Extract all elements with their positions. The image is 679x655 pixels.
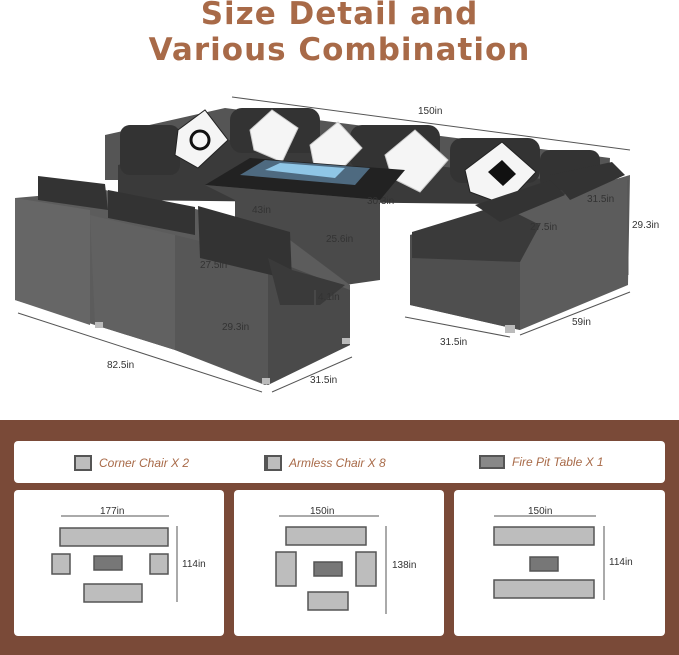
dim-length-left: 82.5in <box>107 360 134 371</box>
combo-1-width: 177in <box>100 506 124 517</box>
title-line-1: Size Detail and <box>200 0 479 32</box>
dim-depth-right: 31.5in <box>587 194 614 205</box>
combo-3-width: 150in <box>528 506 552 517</box>
dim-table-width: 43in <box>252 205 271 216</box>
dim-depth-left: 31.5in <box>310 375 337 386</box>
combo-card-3: 150in 114in <box>454 490 665 636</box>
combo-3-depth: 114in <box>609 557 633 568</box>
title-line-2: Various Combination <box>148 32 531 68</box>
combo-2-width: 150in <box>310 506 334 517</box>
dim-seat-depth-right: 27.5in <box>530 222 557 233</box>
legend-corner: Corner Chair X 2 <box>74 455 189 471</box>
legend-armless-label: Armless Chair X 8 <box>289 456 386 470</box>
combo-2-depth: 138in <box>392 560 416 571</box>
fire-pit-table-icon <box>479 455 505 469</box>
dim-depth-mid-right: 31.5in <box>440 337 467 348</box>
legend-corner-label: Corner Chair X 2 <box>99 456 190 470</box>
legend-table: Fire Pit Table X 1 <box>479 455 604 469</box>
combo-card-2: 150in 138in <box>234 490 444 636</box>
dim-length-right: 59in <box>572 317 591 328</box>
dim-table-height: 25.6in <box>326 234 353 245</box>
legend-bar: Corner Chair X 2 Armless Chair X 8 Fire … <box>14 441 665 483</box>
dim-table-depth: 30.3in <box>367 196 394 207</box>
pillows <box>174 109 537 206</box>
fire-pit-table <box>205 158 405 285</box>
dim-seat-depth-left: 27.5in <box>200 260 227 271</box>
furniture-illustration: 150in 29.3in 31.5in 27.5in 30.3in 43in 2… <box>15 96 659 393</box>
dim-height-left: 29.3in <box>222 322 249 333</box>
combo-card-1: 177in 114in <box>14 490 224 636</box>
dimension-lines <box>17 96 631 393</box>
armless-chair-icon <box>264 455 282 471</box>
right-sofa-section <box>410 162 630 333</box>
legend-table-label: Fire Pit Table X 1 <box>512 455 604 469</box>
dim-top-width: 150in <box>418 106 442 117</box>
dim-cushion: 4.1in <box>318 292 340 303</box>
legend-armless: Armless Chair X 8 <box>264 455 386 471</box>
dim-height-right: 29.3in <box>632 220 659 231</box>
left-sofa-section <box>15 176 350 385</box>
corner-chair-icon <box>74 455 92 471</box>
combo-1-depth: 114in <box>182 559 206 570</box>
